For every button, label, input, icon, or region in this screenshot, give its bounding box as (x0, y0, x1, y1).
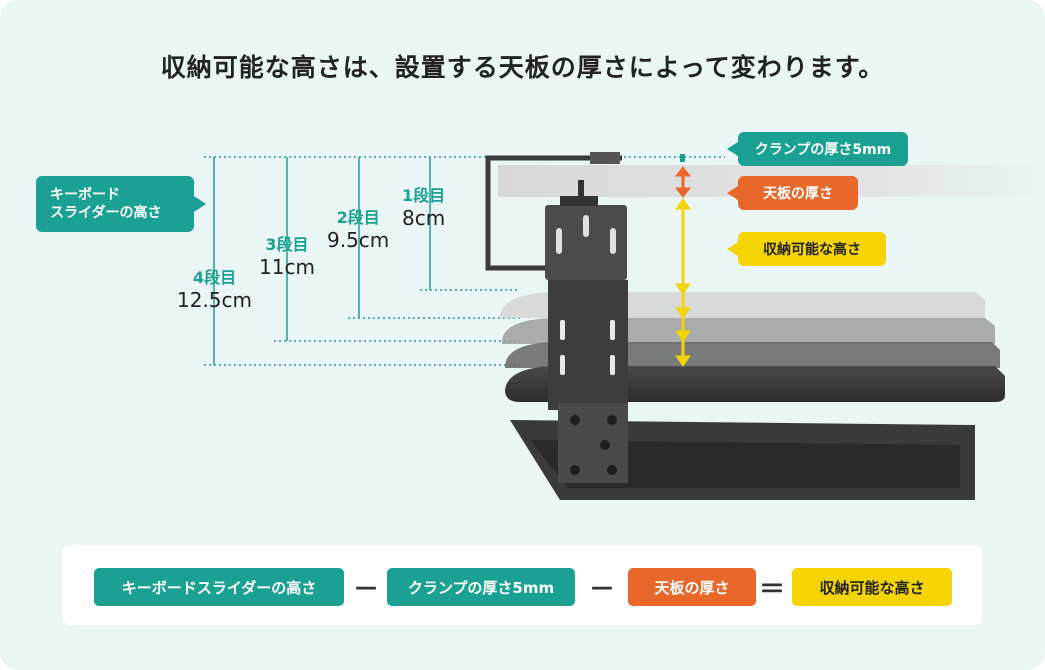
equals-sign: ＝ (759, 574, 786, 605)
dimension-lines (204, 156, 725, 366)
keyboard-callout-line1: キーボード (50, 187, 120, 203)
level-4-label: 4段目 (192, 268, 237, 287)
clamp-indicator (680, 154, 685, 162)
minus-sign-2: － (589, 574, 616, 605)
mount-plate (548, 280, 628, 410)
level-2: 2段目 9.5cm (327, 204, 389, 252)
clamp-bracket (545, 205, 627, 280)
formula-storable-height: 収納可能な高さ (792, 568, 952, 606)
tabletop-thickness-callout: 天板の厚さ (727, 176, 858, 210)
level-3: 3段目 11cm (259, 231, 315, 279)
level-3-label: 3段目 (265, 235, 309, 254)
storable-height-callout: 収納可能な高さ (727, 232, 886, 266)
headline: 収納可能な高さは、設置する天板の厚さによって変わります。 (160, 53, 885, 82)
level-4-value: 12.5cm (177, 288, 253, 312)
clamp-thickness-callout: クランプの厚さ5mm (727, 132, 908, 166)
keyboard-slider-height-callout: キーボード スライダーの高さ (36, 176, 206, 232)
minus-sign-1: － (353, 574, 380, 605)
level-2-value: 9.5cm (327, 228, 390, 252)
keyboard-callout-line2: スライダーの高さ (50, 205, 162, 221)
level-4: 4段目 12.5cm (177, 264, 252, 312)
level-3-value: 11cm (259, 255, 315, 279)
level-1: 1段目 8cm (402, 182, 445, 230)
level-2-label: 2段目 (336, 208, 380, 227)
dimension-verticals (213, 157, 431, 365)
tabletop-indicator (674, 166, 692, 198)
product-illustration (204, 152, 1045, 500)
storable-indicator (675, 198, 691, 367)
formula-tabletop-thickness: 天板の厚さ (628, 568, 756, 606)
formula-box: キーボードスライダーの高さ － クランプの厚さ5mm － 天板の厚さ ＝ 収納可… (62, 545, 982, 625)
clamp-frame (485, 155, 622, 271)
level-1-value: 8cm (402, 206, 446, 230)
formula-clamp-thickness: クランプの厚さ5mm (387, 568, 575, 606)
level-1-label: 1段目 (402, 186, 446, 205)
formula-keyboard-height: キーボードスライダーの高さ (94, 568, 344, 606)
